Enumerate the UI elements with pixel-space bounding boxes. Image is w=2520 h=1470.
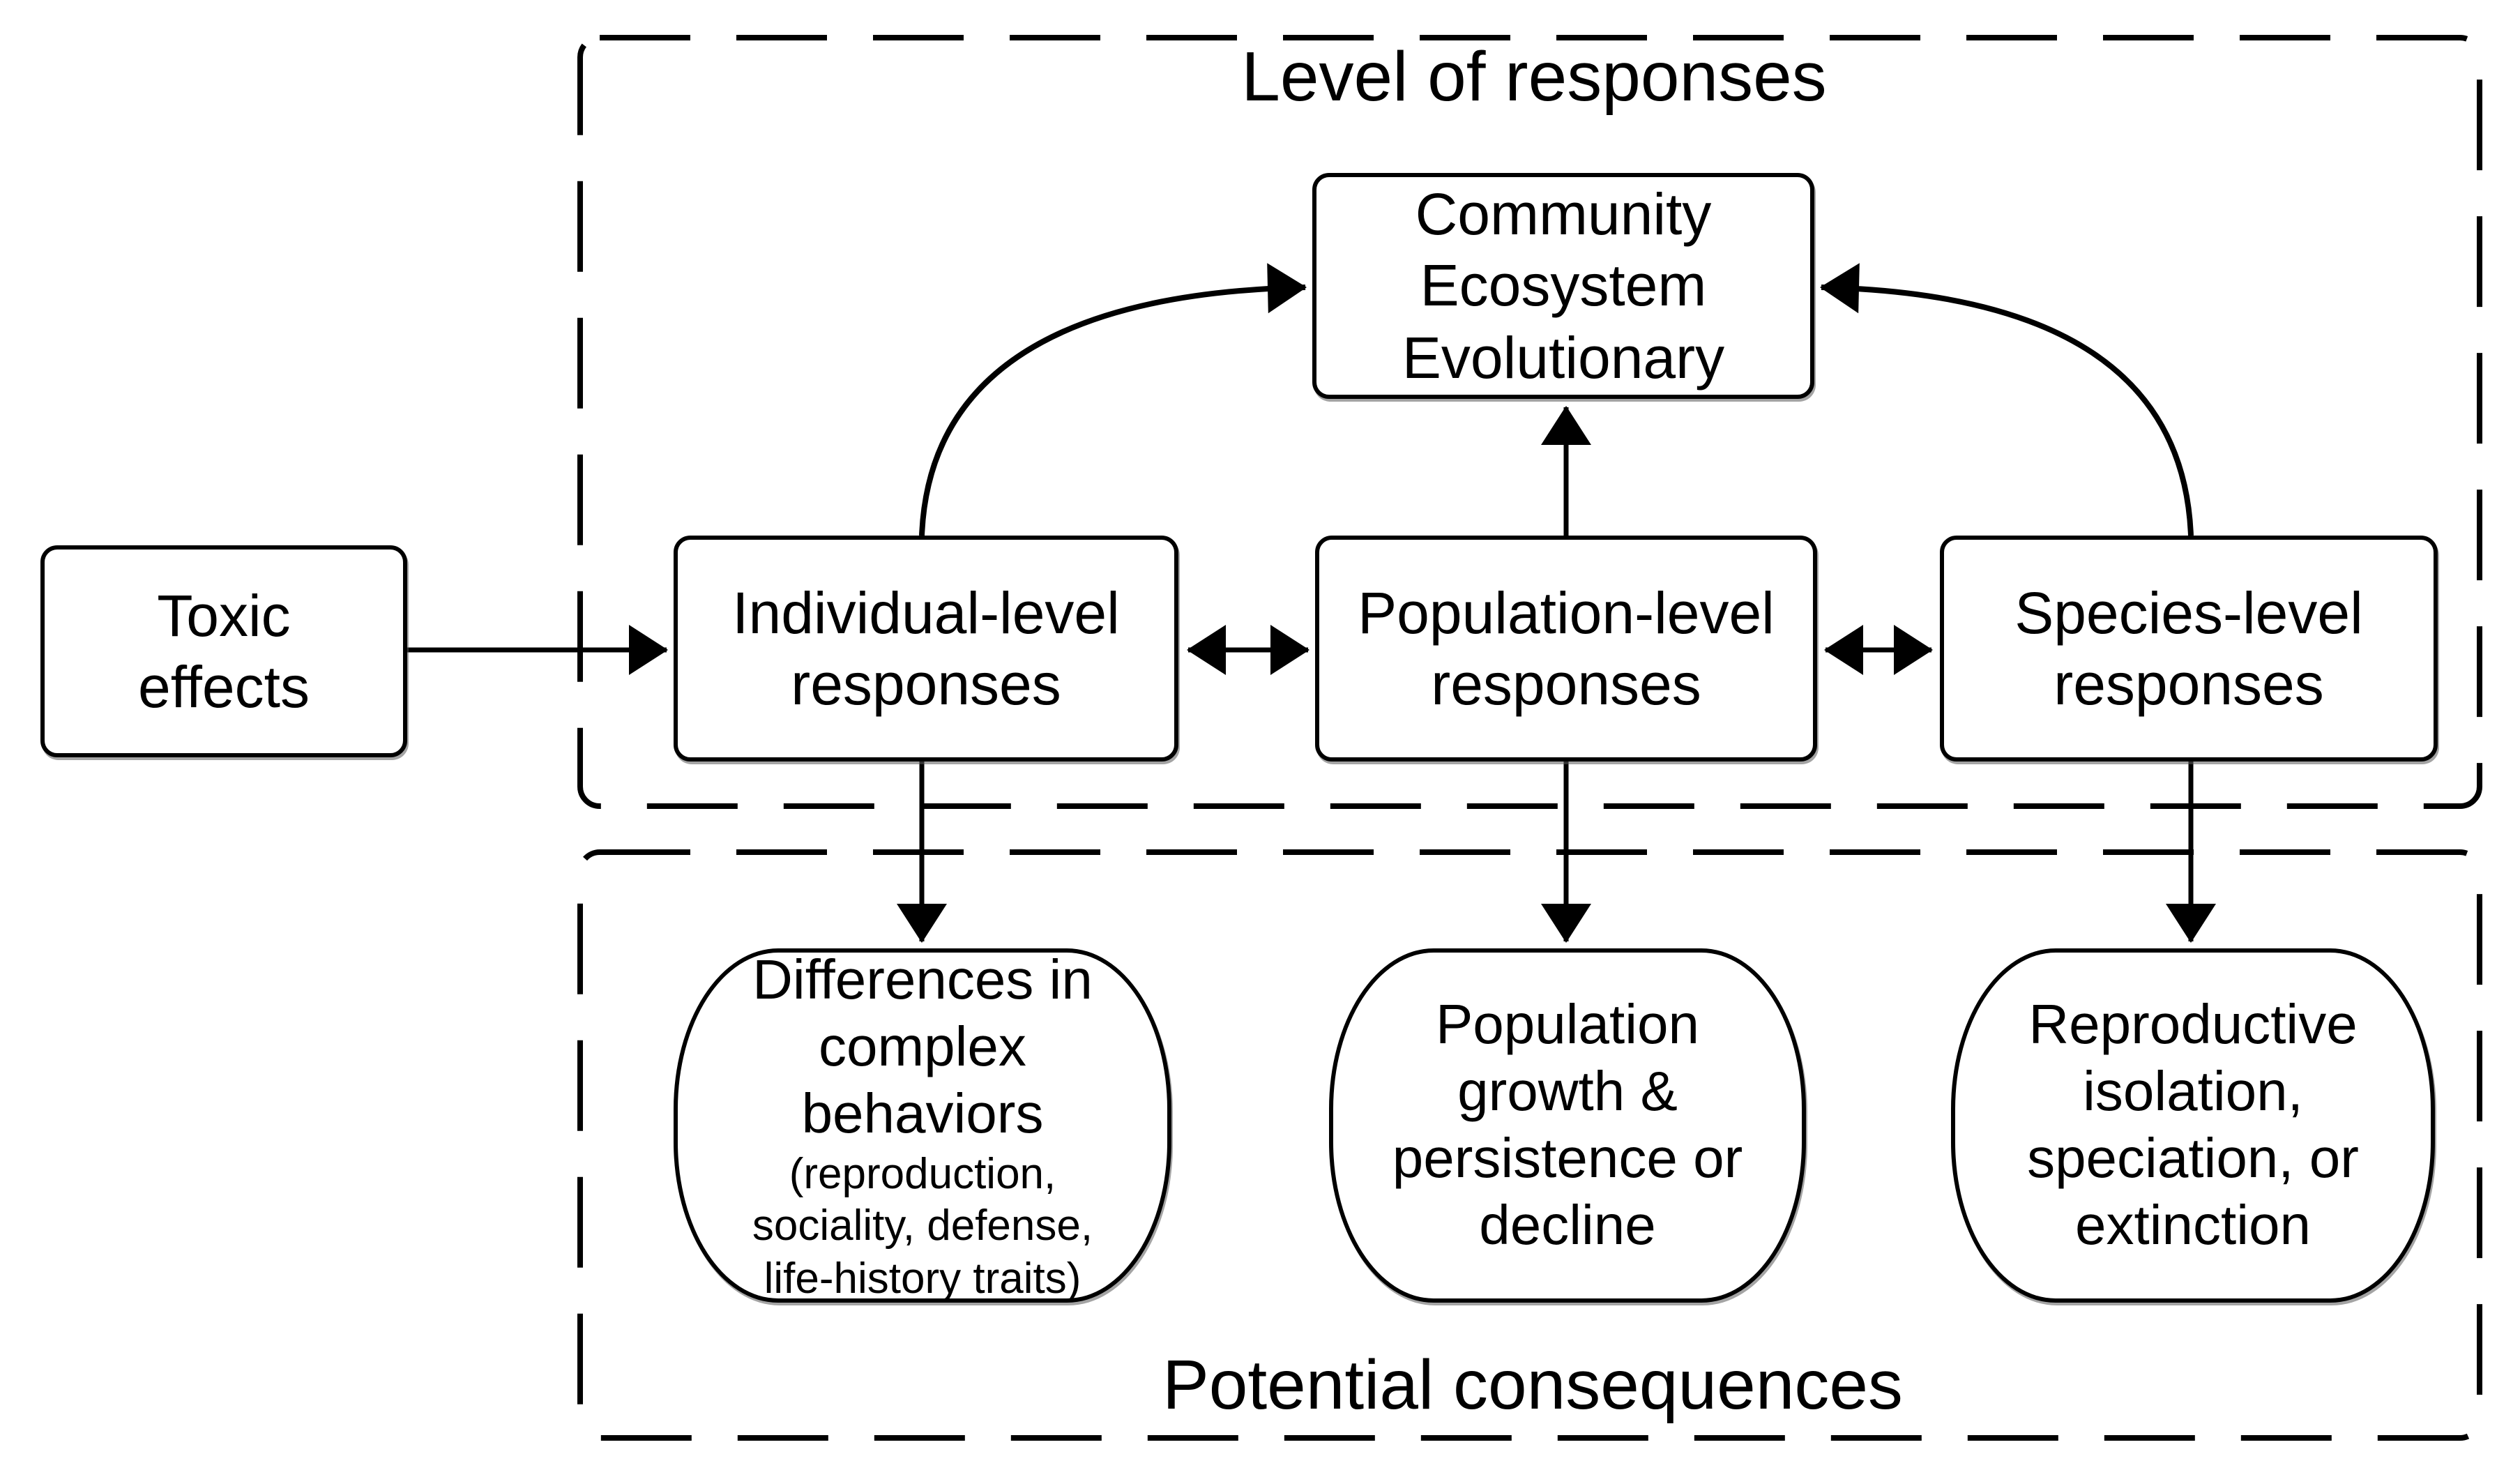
reproductive-label-line: extinction	[2075, 1195, 2311, 1257]
community-label-line: Community	[1415, 181, 1712, 248]
population-label-line: responses	[1431, 651, 1701, 717]
toxic-effects-label-line: effects	[138, 654, 310, 720]
community-label-line: Ecosystem	[1420, 252, 1707, 319]
growth-label-line: persistence or	[1392, 1128, 1743, 1190]
reproductive-isolation-speciation-box: Reproductive isolation, speciation, or e…	[1951, 948, 2435, 1303]
differences-sublabel-line: sociality, defense,	[752, 1201, 1093, 1250]
curved-arrow-individual-to-community	[919, 263, 1307, 536]
level-of-responses-group-border	[577, 35, 2482, 809]
toxic-effects-label-line: Toxic	[157, 582, 291, 649]
population-growth-persistence-box: Population growth & persistence or decli…	[1329, 948, 1806, 1303]
species-label-line: responses	[2054, 651, 2324, 717]
community-ecosystem-evolutionary-box: Community Ecosystem Evolutionary	[1312, 173, 1814, 399]
differences-sublabel-line: (reproduction,	[789, 1149, 1056, 1199]
species-label-line: Species-level	[2014, 579, 2363, 646]
reproductive-label-line: isolation,	[2083, 1061, 2303, 1123]
differences-label-line: behaviors	[801, 1084, 1044, 1146]
growth-label-line: decline	[1479, 1195, 1656, 1257]
individual-level-responses-box: Individual-level responses	[674, 536, 1178, 761]
growth-label-line: Population	[1435, 994, 1700, 1056]
reproductive-label-line: Reproductive	[2028, 994, 2358, 1056]
population-label-line: Population-level	[1358, 579, 1775, 646]
growth-label-line: growth &	[1457, 1061, 1678, 1123]
differences-label-line: complex	[819, 1017, 1026, 1079]
curved-arrow-species-to-community	[1820, 263, 2194, 536]
differences-complex-behaviors-box: Differences in complex behaviors (reprod…	[674, 948, 1171, 1303]
individual-label-line: Individual-level	[732, 579, 1120, 646]
community-label-line: Evolutionary	[1402, 324, 1725, 391]
differences-label-line: Differences in	[752, 950, 1093, 1012]
individual-label-line: responses	[791, 651, 1061, 717]
potential-consequences-title: Potential consequences	[1162, 1346, 1903, 1424]
population-level-responses-box: Population-level responses	[1315, 536, 1817, 761]
species-level-responses-box: Species-level responses	[1940, 536, 2438, 761]
reproductive-label-line: speciation, or	[2027, 1128, 2359, 1190]
toxic-effects-box: Toxic effects	[40, 545, 407, 757]
level-of-responses-title: Level of responses	[1241, 38, 1827, 116]
differences-sublabel-line: life-history traits)	[764, 1253, 1081, 1303]
